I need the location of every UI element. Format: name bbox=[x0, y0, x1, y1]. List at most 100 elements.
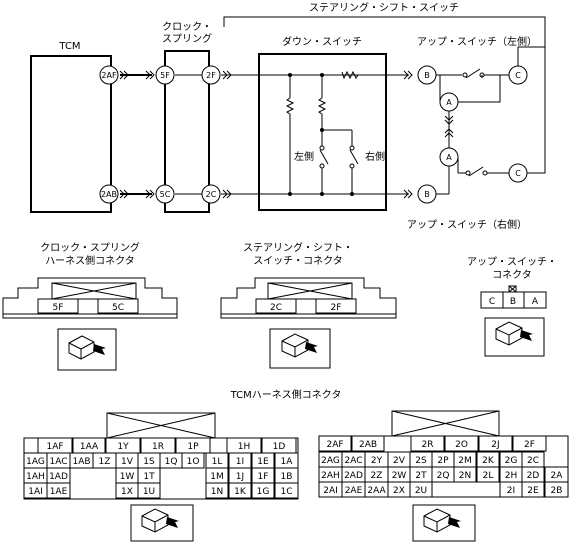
pin-cell bbox=[453, 466, 477, 483]
terminal-tcm-2ab-label: 2AB bbox=[101, 190, 117, 199]
pin-label: 2R bbox=[422, 440, 434, 450]
pin-label: 2Z bbox=[371, 471, 383, 481]
pin-label: 1AG bbox=[26, 457, 45, 467]
terminal-clock-5c-label: 5C bbox=[160, 190, 171, 199]
steering-shift-switch-title: ステアリング・シフト・スイッチ bbox=[309, 1, 459, 14]
plug-probe-icon bbox=[281, 333, 318, 358]
terminal-clock-2c-label: 2C bbox=[206, 190, 217, 199]
junction-dot bbox=[350, 192, 354, 196]
pin-label: 2D bbox=[527, 471, 540, 481]
pin-label: 2A bbox=[551, 471, 564, 481]
steering-shift-plug-box bbox=[269, 328, 331, 369]
plug-probe-icon bbox=[423, 508, 461, 533]
pin-label: 1X bbox=[121, 487, 133, 497]
pin-label: 1Y bbox=[117, 442, 129, 452]
up-switch-pin-c: C bbox=[489, 297, 495, 307]
pin-label: 2E bbox=[527, 486, 539, 496]
tcm-harness-connector-title: TCMハーネス側コネクタ bbox=[230, 388, 342, 401]
wires bbox=[120, 74, 409, 195]
pin-cell bbox=[444, 435, 479, 452]
pin-label: 1D bbox=[273, 442, 286, 452]
pin-label: 1AF bbox=[46, 442, 63, 452]
pin-label: 2M bbox=[458, 456, 472, 466]
pin-label: 2X bbox=[393, 486, 405, 496]
clock-spring-connector: クロック・スプリング ハーネス側コネクタ 5F 5C bbox=[2, 241, 178, 371]
pin-label: 1Z bbox=[99, 457, 111, 467]
pin-label: 1AE bbox=[50, 487, 68, 497]
pin-label: 2V bbox=[393, 456, 406, 466]
left-side-label: 左側 bbox=[294, 150, 314, 163]
pin-cell bbox=[478, 435, 513, 452]
pin-label: 2P bbox=[437, 456, 449, 466]
pin-label: 1N bbox=[211, 487, 223, 497]
pin-cell bbox=[46, 482, 71, 499]
pin-cell bbox=[544, 481, 569, 498]
pin-label: 1C bbox=[280, 487, 292, 497]
terminal-tcm-2af bbox=[99, 65, 119, 85]
pin-label: 1A bbox=[281, 457, 294, 467]
down-switch-circuit: 左側 右側 bbox=[285, 70, 385, 196]
pin-label: 1AA bbox=[80, 442, 99, 452]
tcm-left-plug-box bbox=[130, 504, 194, 542]
terminal-clock-5c bbox=[155, 184, 175, 204]
pin-label: 1T bbox=[143, 472, 155, 482]
pin-label: 2J bbox=[491, 440, 499, 450]
connector-chevrons bbox=[119, 70, 454, 199]
tcm-box: TCM bbox=[30, 41, 112, 213]
down-switch-title: ダウン・スイッチ bbox=[282, 35, 362, 48]
pin-label: 1AI bbox=[28, 487, 43, 497]
tcm-right-plug-box bbox=[412, 504, 476, 542]
clock-spring-connector-title-line1: クロック・スプリング bbox=[40, 241, 140, 254]
clock-spring-title-line2: スプリング bbox=[162, 32, 212, 45]
pin-label: 2S bbox=[415, 456, 427, 466]
pin-label: 2Y bbox=[371, 456, 383, 466]
pin-label: 1K bbox=[234, 487, 247, 497]
up-switch-pin-b: B bbox=[510, 297, 516, 307]
pin-label: 1AD bbox=[49, 472, 68, 482]
pin-cell bbox=[409, 481, 433, 498]
pin-label: 1J bbox=[236, 472, 244, 482]
pin-label: 2L bbox=[483, 471, 494, 481]
terminal-clock-5f bbox=[155, 65, 175, 85]
pin-label: 1P bbox=[187, 442, 199, 452]
terminal-up-right-c-label: C bbox=[515, 169, 521, 178]
pin-label: 2N bbox=[459, 471, 471, 481]
pin-label: 1AB bbox=[72, 457, 90, 467]
terminal-tcm-2ab bbox=[99, 184, 119, 204]
up-switch-left-circuit bbox=[436, 46, 545, 148]
plug-probe-icon bbox=[141, 508, 179, 533]
steering-shift-pin-2c: 2C bbox=[270, 303, 282, 313]
pin-label: 2AC bbox=[344, 456, 362, 466]
pin-label: 2H bbox=[505, 471, 518, 481]
clock-spring-box bbox=[164, 50, 210, 213]
pin-label: 1I bbox=[236, 457, 244, 467]
pin-label: 2W bbox=[392, 471, 407, 481]
junction-dot bbox=[320, 192, 324, 196]
steering-shift-connector-title-line2: スイッチ・コネクタ bbox=[253, 255, 343, 267]
junction-dot bbox=[288, 73, 292, 77]
clock-spring-title-line1: クロック・ bbox=[162, 21, 212, 33]
pin-label: 2AE bbox=[345, 486, 363, 496]
clock-spring-pin-5c: 5C bbox=[112, 303, 124, 313]
clock-spring-connector-title-line2: ハーネス側コネクタ bbox=[45, 254, 135, 267]
terminal-up-right-a-label: A bbox=[446, 153, 452, 162]
pin-label: 1S bbox=[143, 457, 155, 467]
pin-cell bbox=[476, 466, 500, 483]
pin-cell bbox=[205, 482, 229, 499]
right-side-label: 右側 bbox=[365, 150, 385, 163]
up-switch-pin-a: A bbox=[532, 297, 539, 307]
plug-probe-icon bbox=[68, 335, 106, 360]
pin-label: 2AB bbox=[359, 440, 377, 450]
pin-cell bbox=[410, 435, 445, 452]
pin-label: 2O bbox=[455, 440, 468, 450]
pin-label: 1G bbox=[257, 487, 270, 497]
pin-cell bbox=[512, 435, 547, 452]
steering-shift-pin-2f: 2F bbox=[331, 303, 342, 313]
pin-label: 1AC bbox=[49, 457, 67, 467]
pin-label: 2U bbox=[415, 486, 427, 496]
pin-cell bbox=[181, 452, 205, 469]
terminal-clock-5f-label: 5F bbox=[160, 71, 170, 80]
pin-label: 1W bbox=[120, 472, 135, 482]
up-switch-left-title: アップ・スイッチ（左側） bbox=[417, 35, 537, 48]
